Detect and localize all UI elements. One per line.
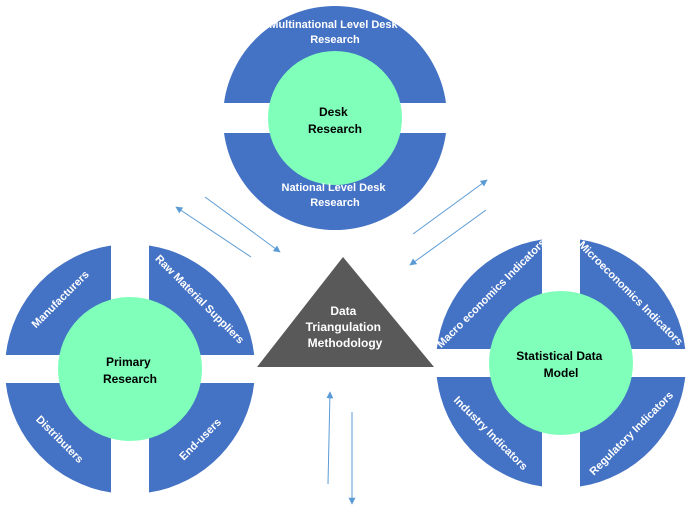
desk-research-hub-label: Desk Research bbox=[308, 105, 362, 136]
desk-research-group: Multinational Level Desk Research Nation… bbox=[224, 5, 446, 231]
statistical-model-hub bbox=[489, 291, 633, 435]
desk-segment-top-label: Multinational Level Desk Research bbox=[269, 19, 400, 46]
statistical-model-hub-label: Statistical Data Model bbox=[516, 349, 605, 380]
arrow-statistical-to-center bbox=[409, 209, 487, 266]
arrow-to-primary bbox=[175, 206, 252, 258]
triangle-line-1: Data bbox=[330, 304, 356, 318]
primary-research-hub bbox=[58, 297, 202, 441]
connector-arrows bbox=[175, 179, 488, 505]
primary-research-group: Manufacturers Raw Material Suppliers Dis… bbox=[5, 245, 255, 493]
desk-bottom-line-1: National Level Desk bbox=[282, 182, 387, 194]
statistical-model-group: Macro economics Indicators Microeconomic… bbox=[435, 237, 686, 487]
triangle-line-2: Triangulation bbox=[306, 320, 381, 334]
desk-hub-line-1: Desk bbox=[319, 105, 348, 119]
arrow-below-to-center bbox=[326, 391, 334, 485]
arrow-primary-to-center bbox=[204, 196, 281, 253]
desk-hub-line-2: Research bbox=[308, 122, 362, 136]
desk-research-hub bbox=[268, 51, 402, 185]
desk-bottom-line-2: Research bbox=[310, 197, 360, 209]
triangle-shape bbox=[257, 257, 434, 367]
triangulation-center: Data Triangulation Methodology bbox=[257, 257, 434, 367]
statistical-hub-line-2: Model bbox=[544, 366, 579, 380]
desk-top-line-2: Research bbox=[310, 34, 360, 46]
desk-segment-bottom-label: National Level Desk Research bbox=[282, 182, 389, 209]
arrow-to-statistical bbox=[412, 179, 488, 235]
triangle-line-3: Methodology bbox=[308, 336, 383, 350]
primary-hub-line-1: Primary bbox=[106, 355, 151, 369]
primary-hub-line-2: Research bbox=[103, 372, 157, 386]
desk-top-line-1: Multinational Level Desk bbox=[269, 19, 398, 31]
primary-research-hub-label: Primary Research bbox=[103, 355, 157, 386]
triangle-label: Data Triangulation Methodology bbox=[306, 304, 385, 350]
statistical-hub-line-1: Statistical Data bbox=[516, 349, 602, 363]
